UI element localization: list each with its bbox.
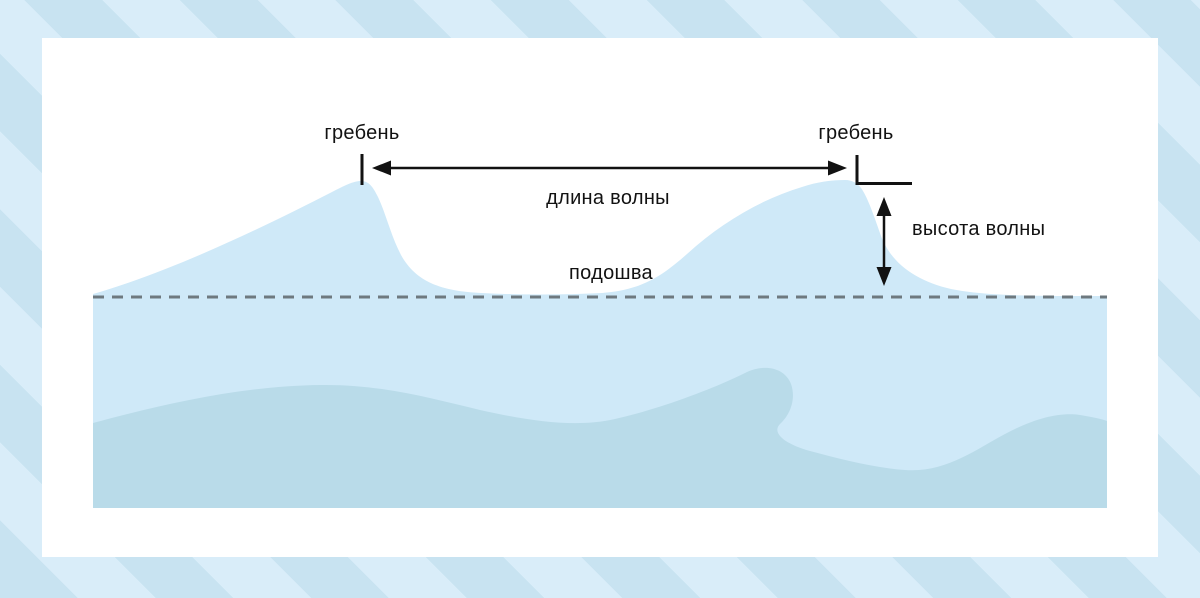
underwater-layer-shape [93, 367, 1107, 508]
wave-height-arrow [876, 197, 892, 286]
wave-height-label: высота волны [912, 218, 1046, 240]
wavelength-arrow [372, 160, 847, 176]
crest-right-label: гребень [818, 122, 894, 144]
trough-label: подошва [569, 262, 653, 284]
crest-right-bracket [855, 155, 912, 185]
crest-left-label: гребень [324, 122, 400, 144]
wavelength-label: длина волны [546, 187, 670, 209]
